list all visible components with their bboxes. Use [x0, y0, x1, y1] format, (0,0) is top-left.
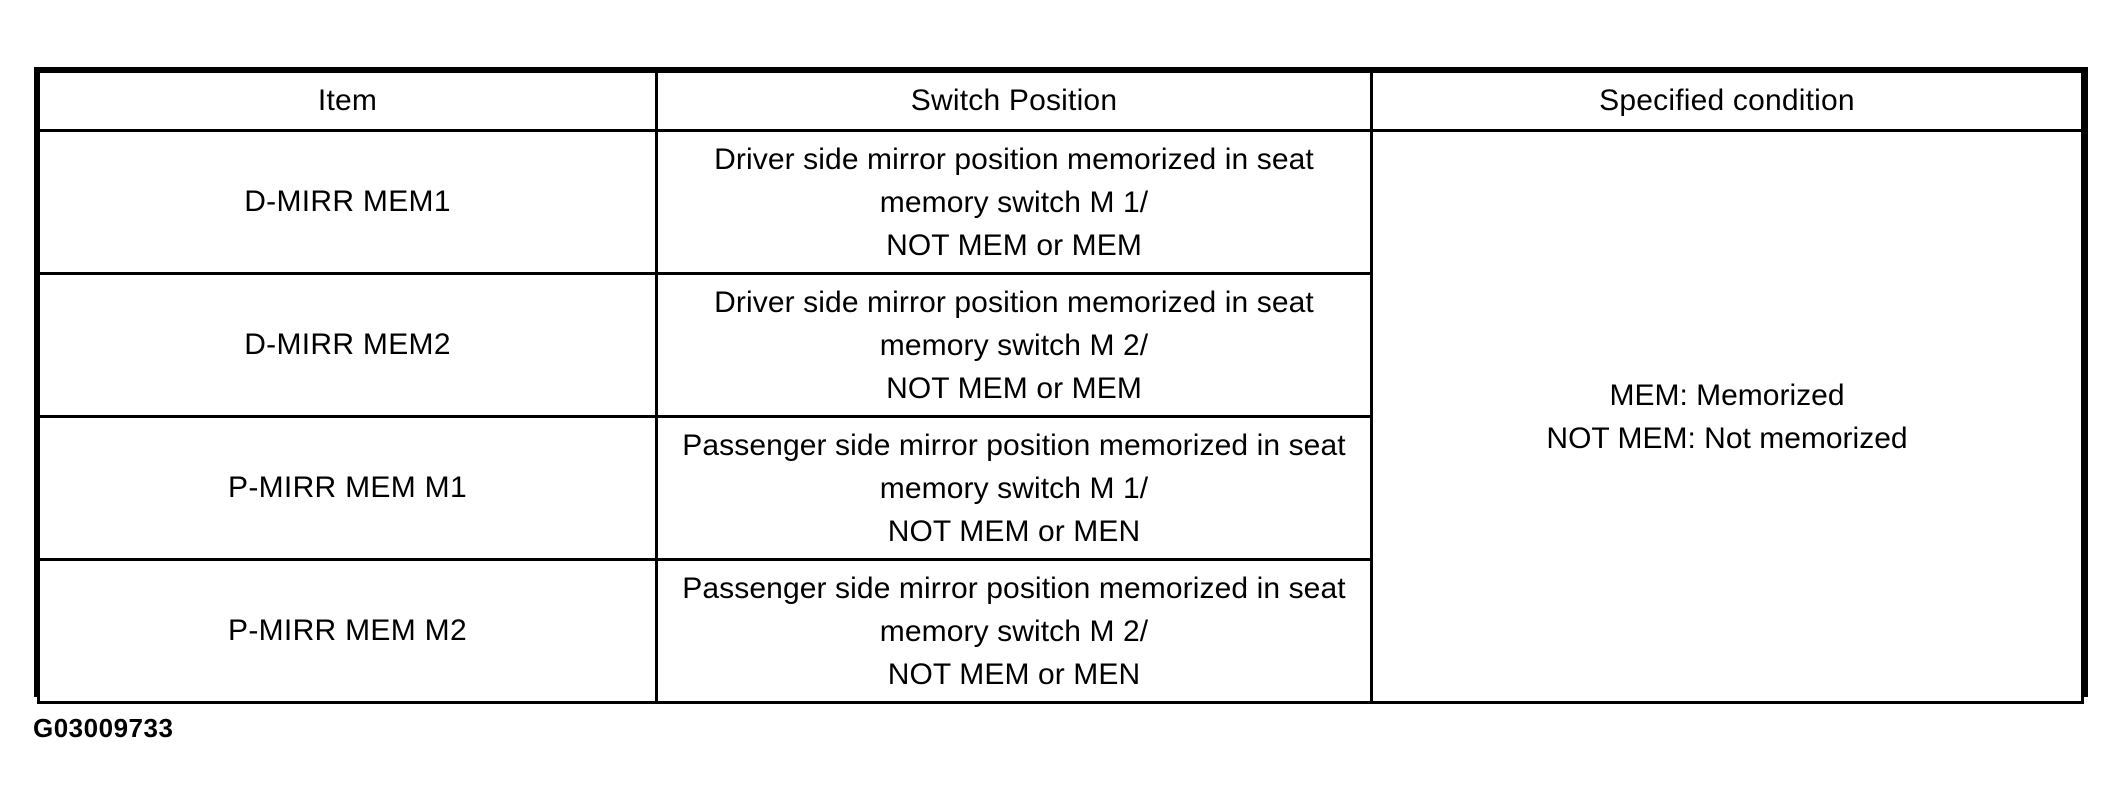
- cell-item-d-mirr-mem1: D-MIRR MEM1: [37, 129, 658, 275]
- switch-position-line: Driver side mirror position memorized in…: [714, 142, 1314, 176]
- specified-condition-line: NOT MEM: Not memorized: [1546, 421, 1908, 455]
- figure-id-label: G03009733: [33, 713, 174, 743]
- column-header-specified-condition: Specified condition: [1370, 70, 2084, 132]
- table-row: P-MIRR MEM M1 Passenger side mirror posi…: [37, 415, 2083, 561]
- cell-item-p-mirr-mem-m2: P-MIRR MEM M2: [37, 558, 658, 704]
- table-row: D-MIRR MEM1 Driver side mirror position …: [37, 129, 2084, 704]
- specification-table: Item Switch Position Specified condition…: [37, 70, 2084, 704]
- cell-item-d-mirr-mem2: D-MIRR MEM2: [37, 272, 658, 418]
- table-row: P-MIRR MEM M2 Passenger side mirror posi…: [37, 558, 2083, 704]
- switch-position-line: NOT MEM or MEN: [887, 514, 1141, 548]
- switch-position-line: NOT MEM or MEM: [886, 371, 1142, 405]
- column-header-item: Item: [37, 70, 658, 132]
- table-row: D-MIRR MEM2 Driver side mirror position …: [37, 272, 2083, 418]
- cell-specified-condition: MEM: Memorized NOT MEM: Not memorized: [1370, 129, 2084, 704]
- cell-switch-position-d-mirr-mem1: Driver side mirror position memorized in…: [655, 129, 1373, 275]
- switch-position-line: Passenger side mirror position memorized…: [682, 428, 1346, 462]
- switch-position-line: Driver side mirror position memorized in…: [714, 285, 1314, 319]
- specified-condition-line: MEM: Memorized: [1609, 378, 1845, 412]
- switch-position-line: memory switch M 1/: [879, 471, 1149, 505]
- switch-position-line: NOT MEM or MEM: [886, 228, 1142, 262]
- cell-switch-position-p-mirr-mem-m2: Passenger side mirror position memorized…: [655, 558, 1373, 704]
- cell-switch-position-d-mirr-mem2: Driver side mirror position memorized in…: [655, 272, 1373, 418]
- cell-item-p-mirr-mem-m1: P-MIRR MEM M1: [37, 415, 658, 561]
- table-header-row: Item Switch Position Specified condition: [37, 70, 2084, 132]
- switch-position-line: memory switch M 2/: [879, 328, 1149, 362]
- switch-position-line: memory switch M 2/: [879, 614, 1149, 648]
- switch-position-line: Passenger side mirror position memorized…: [682, 571, 1346, 605]
- switch-position-line: memory switch M 1/: [879, 185, 1149, 219]
- switch-position-line: NOT MEM or MEN: [887, 657, 1141, 691]
- column-header-switch-position: Switch Position: [655, 70, 1373, 132]
- cell-switch-position-p-mirr-mem-m1: Passenger side mirror position memorized…: [655, 415, 1373, 561]
